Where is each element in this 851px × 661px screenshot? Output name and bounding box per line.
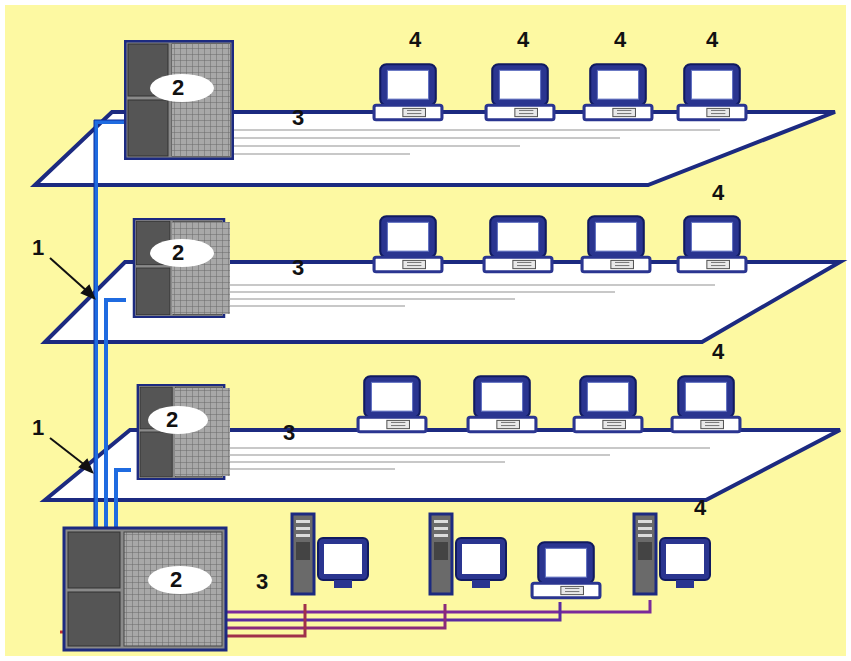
- callout-number: 2: [170, 569, 182, 591]
- callout-number: 4: [409, 29, 421, 51]
- callout-number: 1: [32, 237, 44, 259]
- callout-number: 4: [712, 341, 724, 363]
- callout-number: 4: [517, 29, 529, 51]
- callout-number: 2: [172, 242, 184, 264]
- callout-number: 4: [706, 29, 718, 51]
- callout-number: 3: [256, 571, 268, 593]
- callout-number: 2: [172, 77, 184, 99]
- callout-number: 2: [166, 409, 178, 431]
- callout-number: 4: [712, 182, 724, 204]
- callout-number: 1: [32, 417, 44, 439]
- callout-number: 4: [694, 497, 706, 519]
- callout-number: 4: [614, 29, 626, 51]
- callout-number: 3: [283, 422, 295, 444]
- callout-number: 3: [292, 107, 304, 129]
- callout-number: 3: [292, 257, 304, 279]
